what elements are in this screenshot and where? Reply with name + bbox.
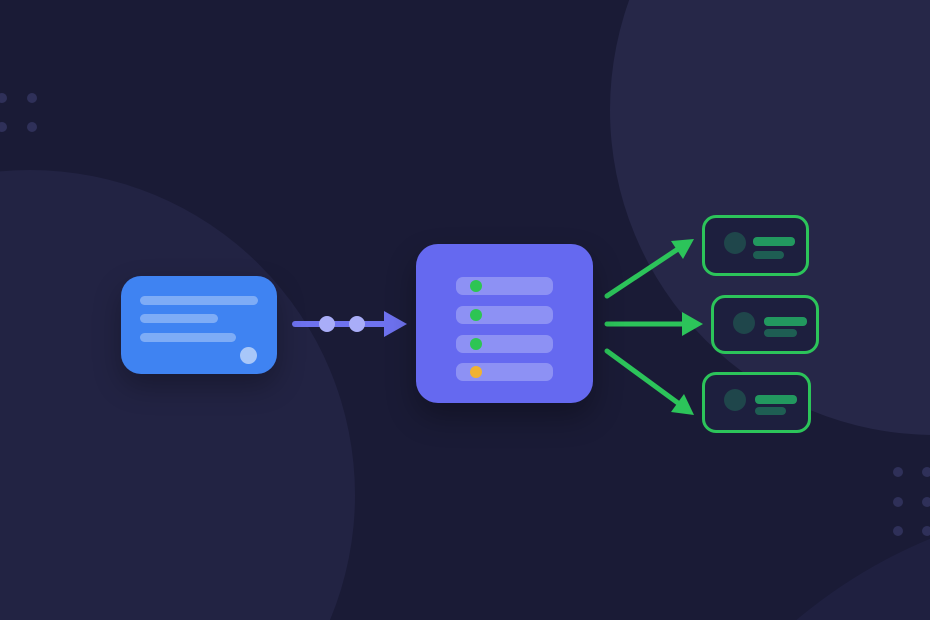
decor-dot [27,93,37,103]
source-card [121,276,277,374]
output-bar-primary [764,317,807,326]
queue-row [456,363,553,381]
output-card-2 [711,295,819,354]
status-dot-done [470,338,482,350]
source-card-badge [240,347,257,364]
flow-arrow-dot [349,316,365,332]
output-card-1 [702,215,809,276]
fanout-arrow-bottom-head [671,394,694,415]
decor-dot [922,497,930,507]
status-dot-done [470,280,482,292]
output-bar-primary [753,237,795,246]
decor-dot [893,497,903,507]
flow-arrow-head [384,311,407,337]
decor-dot [922,526,930,536]
fanout-arrow-bottom [604,348,694,415]
output-card-3 [702,372,811,433]
processing-card [416,244,593,403]
output-avatar-circle [724,389,746,411]
output-avatar-circle [724,232,746,254]
queue-row [456,306,553,324]
output-bar-secondary [755,407,786,415]
decor-dot [922,467,930,477]
output-bar-secondary [753,251,784,259]
status-dot-done [470,309,482,321]
text-line-placeholder [140,296,258,305]
decor-circle-bottom-right [615,500,930,620]
decor-dot [0,122,7,132]
flow-arrow-dot [319,316,335,332]
decor-circle-left [0,170,355,620]
output-bar-secondary [764,329,797,337]
status-dot-pending [470,366,482,378]
output-avatar-circle [733,312,755,334]
decor-dot [893,526,903,536]
queue-row [456,335,553,353]
decor-dot [0,93,7,103]
decor-dot [893,467,903,477]
text-line-placeholder [140,314,218,323]
output-bar-primary [755,395,797,404]
decor-dot [27,122,37,132]
text-line-placeholder [140,333,236,342]
queue-row [456,277,553,295]
